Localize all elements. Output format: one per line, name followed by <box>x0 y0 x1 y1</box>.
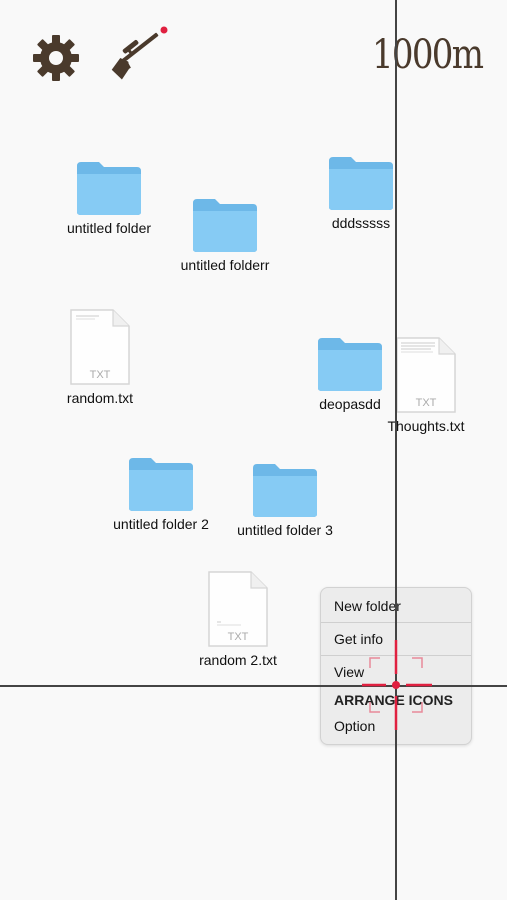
file-label: random 2.txt <box>199 652 277 668</box>
file-type-text: TXT <box>416 397 437 409</box>
scope-reticle-icon <box>362 640 432 730</box>
menu-item-view[interactable]: View <box>334 664 365 680</box>
settings-gear-icon[interactable] <box>32 34 80 87</box>
folder-untitled-folder-3[interactable]: untitled folder 3 <box>228 462 342 538</box>
folder-deopasdd[interactable]: deopasdd <box>306 336 394 412</box>
folder-label: untitled folderr <box>180 257 270 273</box>
file-random-2-txt[interactable]: TXT random 2.txt <box>192 570 284 668</box>
file-label: random.txt <box>66 390 134 406</box>
file-thoughts-txt[interactable]: TXT Thoughts.txt <box>384 336 468 434</box>
rifle-icon[interactable] <box>105 24 171 87</box>
crosshair-horizontal-line <box>0 685 507 687</box>
folder-icon <box>253 464 317 517</box>
folder-icon <box>329 157 393 210</box>
file-type-text: TXT <box>228 631 249 643</box>
menu-item-arrange-icons[interactable]: ARRANGE ICONS <box>334 692 454 708</box>
file-random-txt[interactable]: TXT random.txt <box>60 308 140 406</box>
file-type-text: TXT <box>90 369 111 381</box>
file-label: Thoughts.txt <box>387 418 465 434</box>
folder-label: dddsssss <box>331 215 391 231</box>
folder-icon <box>193 199 257 252</box>
folder-label: untitled folder <box>66 220 152 236</box>
folder-icon <box>77 162 141 215</box>
folder-label: untitled folder 2 <box>113 516 209 532</box>
menu-item-get-info[interactable]: Get info <box>334 631 384 647</box>
folder-icon <box>318 338 382 391</box>
txt-file-icon: TXT <box>396 337 456 413</box>
folder-untitled-folder[interactable]: untitled folder <box>58 160 160 236</box>
distance-readout: 1000m <box>372 32 484 78</box>
menu-item-option[interactable]: Option <box>334 718 376 734</box>
txt-file-icon: TXT <box>70 309 130 385</box>
menu-item-new-folder[interactable]: New folder <box>334 598 401 614</box>
txt-file-icon: TXT <box>208 571 268 647</box>
folder-label: deopasdd <box>319 396 381 412</box>
folder-untitled-folder-2[interactable]: untitled folder 2 <box>104 456 218 532</box>
crosshair-vertical-line <box>395 0 397 900</box>
folder-label: untitled folder 3 <box>237 522 333 538</box>
folder-icon <box>129 458 193 511</box>
alert-dot-icon <box>160 26 168 34</box>
folder-untitled-folderr[interactable]: untitled folderr <box>173 197 277 273</box>
folder-dddsssss[interactable]: dddsssss <box>318 155 404 231</box>
